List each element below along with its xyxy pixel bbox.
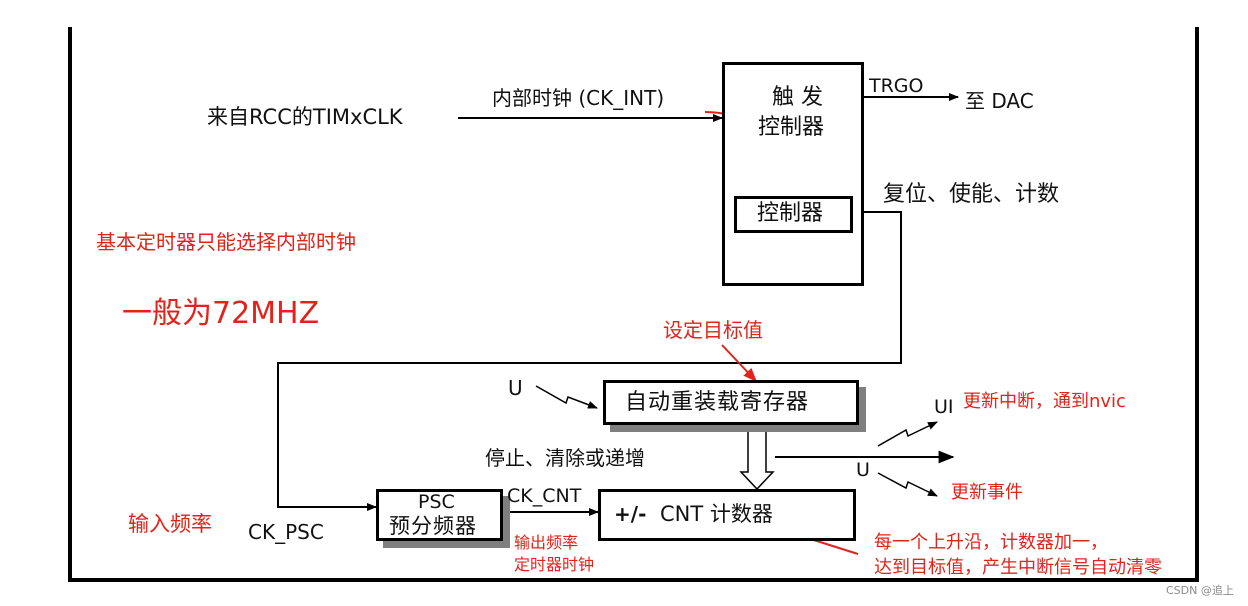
frequency-note: 一般为72MHZ — [122, 296, 320, 331]
preload-transfer-arrow — [739, 427, 775, 491]
input-frequency-note: 输入频率 — [128, 512, 212, 536]
auto-reload-register-label: 自动重装载寄存器 — [625, 390, 810, 415]
reset-enable-count-label: 复位、使能、计数 — [883, 182, 1060, 207]
trigger-controller-box — [722, 62, 864, 286]
cnt-counter-box — [598, 489, 856, 541]
controller-inner-box — [734, 196, 853, 233]
source-clock-label: 来自RCC的TIMxCLK — [207, 105, 403, 129]
psc-subtitle-label: 预分频器 — [389, 514, 477, 538]
u-output-label: U — [856, 459, 870, 481]
ui-label: UI — [934, 396, 954, 418]
psc-title-label: PSC — [418, 491, 455, 513]
psc-prescaler-box — [376, 489, 503, 541]
update-event-note: 更新事件 — [951, 482, 1023, 503]
stop-clear-increment-label: 停止、清除或递增 — [485, 446, 645, 470]
ck-psc-label: CK_PSC — [248, 520, 324, 544]
basic-timer-note: 基本定时器只能选择内部时钟 — [96, 230, 356, 254]
trigger-controller-title-line2: 控制器 — [758, 115, 825, 140]
rising-edge-note-line1: 每一个上升沿，计数器加一， — [874, 532, 1108, 553]
u-input-label: U — [508, 376, 523, 400]
rising-edge-note-line2: 达到目标值，产生中断信号自动清零 — [874, 557, 1162, 578]
internal-clock-label: 内部时钟 (CK_INT) — [492, 86, 665, 110]
trgo-label: TRGO — [869, 75, 924, 97]
u-output-lightning — [877, 472, 938, 497]
u-input-lightning — [535, 385, 598, 409]
controller-label: 控制器 — [757, 201, 824, 226]
ui-lightning — [877, 421, 938, 447]
auto-reload-register-box — [603, 380, 859, 425]
ck-cnt-label: CK_CNT — [507, 485, 582, 507]
to-dac-label: 至 DAC — [965, 89, 1034, 113]
output-frequency-note: 输出频率 — [514, 533, 579, 552]
timer-clock-note: 定时器时钟 — [514, 555, 595, 574]
csdn-watermark: CSDN @追上 — [1166, 584, 1234, 597]
trigger-controller-title-line1: 触 发 — [772, 85, 823, 110]
set-target-arrow — [721, 344, 757, 383]
update-interrupt-note: 更新中断，通到nvic — [963, 391, 1126, 412]
cnt-counter-label: CNT 计数器 — [660, 502, 773, 526]
controller-to-psc-path — [277, 211, 902, 511]
set-target-note: 设定目标值 — [663, 318, 763, 342]
cnt-sign-label: +/- — [614, 502, 647, 526]
